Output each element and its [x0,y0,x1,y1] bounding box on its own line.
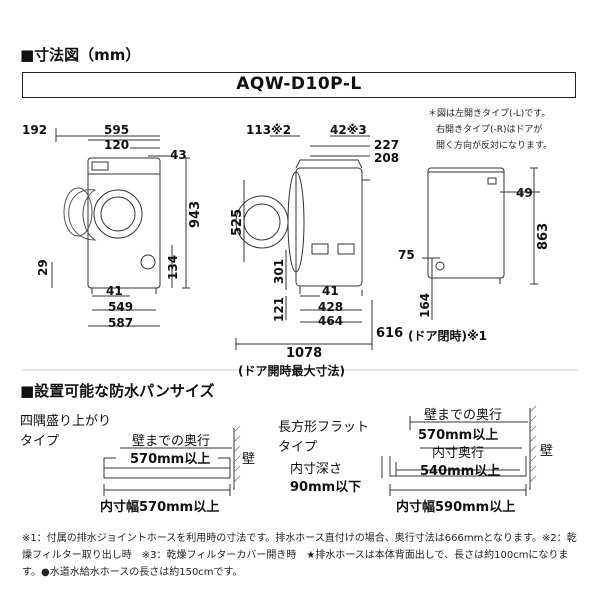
side-dim-525: 525 [230,208,245,236]
pan-b-depth-label: 壁までの奥行 [424,408,503,423]
back-washer-body [427,167,505,279]
front-dim-29: 29 [36,259,50,276]
front-dim-587: 587 [108,316,134,330]
side-washer-body [295,167,363,287]
front-dim-595: 595 [104,123,130,137]
pan-b-depth-value: 570mm以上 [418,428,499,443]
back-dim-164: 164 [418,292,432,318]
section-heading-pan: ■設置可能な防水パンサイズ [20,382,215,400]
side-dim-616: 616 [376,326,404,341]
pan-a-depth-value: 570mm以上 [130,452,211,467]
side-dim-caption: (ドア開時最大寸法) [238,364,345,378]
side-dim-301: 301 [272,258,286,284]
pan-b-width: 内寸幅590mm以上 [396,500,516,515]
pan-b-type-line-1: 長方形フラット [278,420,370,435]
back-dim-75: 75 [398,248,415,262]
side-note-line-2: 右開きタイプ(-R)はドアが [436,125,543,135]
side-dim-41: 41 [322,284,339,298]
pan-b-inner-height-label: 内寸深さ [290,462,343,477]
back-dim-863: 863 [536,222,551,250]
pan-b-inner-depth-value: 540mm以上 [420,464,501,479]
side-dim-121: 121 [272,296,286,322]
pan-a-depth-label: 壁までの奥行 [132,434,211,449]
front-dim-192: 192 [22,123,48,137]
side-note-line-1: ＊図は左開きタイプ(-L)です。 [428,109,551,119]
pan-b-inner-depth-label: 内寸奥行 [432,446,485,461]
side-dim-227: 227 [374,138,400,152]
side-washer-door-open [235,195,289,249]
side-note-line-3: 開く方向が反対になります。 [436,141,553,151]
side-dim-1078: 1078 [286,346,323,361]
front-dim-41: 41 [106,284,123,298]
side-dim-428: 428 [318,300,344,314]
front-washer-door [93,189,143,239]
footnote: ※1：付属の排水ジョイントホースを利用時の寸法です。排水ホース直付けの場合、奥行… [22,533,577,578]
pan-b-type-line-2: タイプ [278,440,318,455]
back-dim-49: 49 [516,186,533,200]
side-dim-door-closed: (ドア閉時)※1 [408,329,487,343]
front-dim-134: 134 [166,254,180,280]
side-dim-113: 113※2 [246,123,292,137]
model-name: AQW-D10P-L [22,72,576,98]
section-heading-dimensions: ■寸法図（mm） [20,46,141,64]
front-dim-120: 120 [104,138,130,152]
pan-a-wall: 壁 [242,452,256,467]
pan-a-width: 内寸幅570mm以上 [100,500,220,515]
front-dim-43: 43 [170,148,187,162]
front-washer-body [87,157,161,289]
side-dim-42: 42※3 [330,123,367,137]
pan-a-type-line-1: 四隅盛り上がり [20,414,112,429]
side-dim-208: 208 [374,151,400,165]
front-dim-549: 549 [108,300,134,314]
pan-a-type-line-2: タイプ [20,434,60,449]
pan-b-wall: 壁 [540,444,554,459]
side-dim-464: 464 [318,314,344,328]
pan-b-inner-height-value: 90mm以下 [290,480,362,495]
front-dim-943: 943 [188,200,203,228]
